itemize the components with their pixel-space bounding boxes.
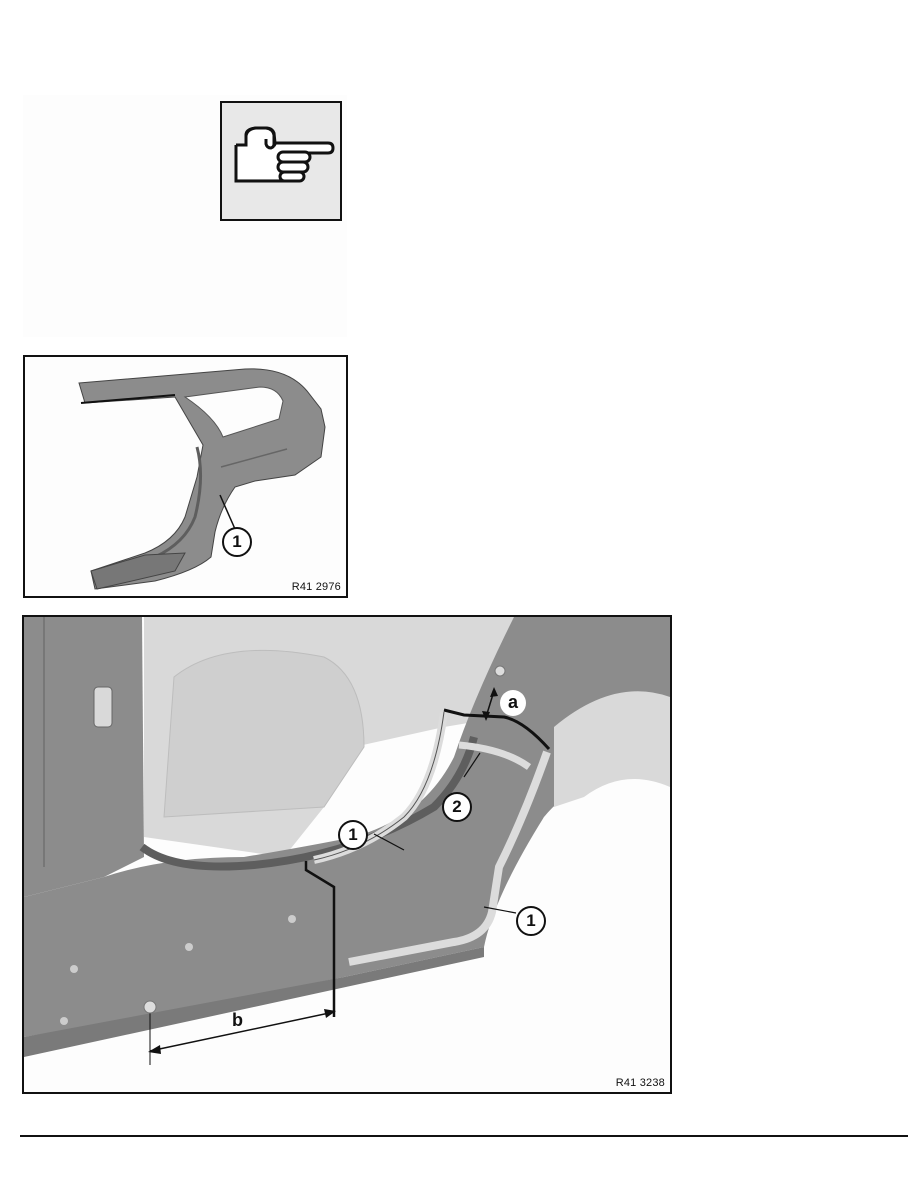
footer-divider [20,1135,908,1137]
dimension-label-a: a [500,690,526,716]
callout-1-lower: 1 [516,906,546,936]
figure-ref-code: R41 2976 [291,581,341,593]
callout-2: 2 [442,792,472,822]
note-icon-box [220,101,342,221]
callout-1: 1 [222,527,252,557]
dimension-label-b: b [232,1010,243,1030]
side-panel-illustration [78,368,326,590]
cut-lines-illustration [24,617,670,1092]
callout-1-upper: 1 [338,820,368,850]
pointing-hand-icon [234,126,335,183]
figure-cut-lines-detail: 1 2 1 a b R41 3238 [22,615,672,1094]
figure-side-panel-overview: 1 R41 2976 [23,355,348,598]
figure-ref-code: R41 3238 [615,1077,665,1089]
